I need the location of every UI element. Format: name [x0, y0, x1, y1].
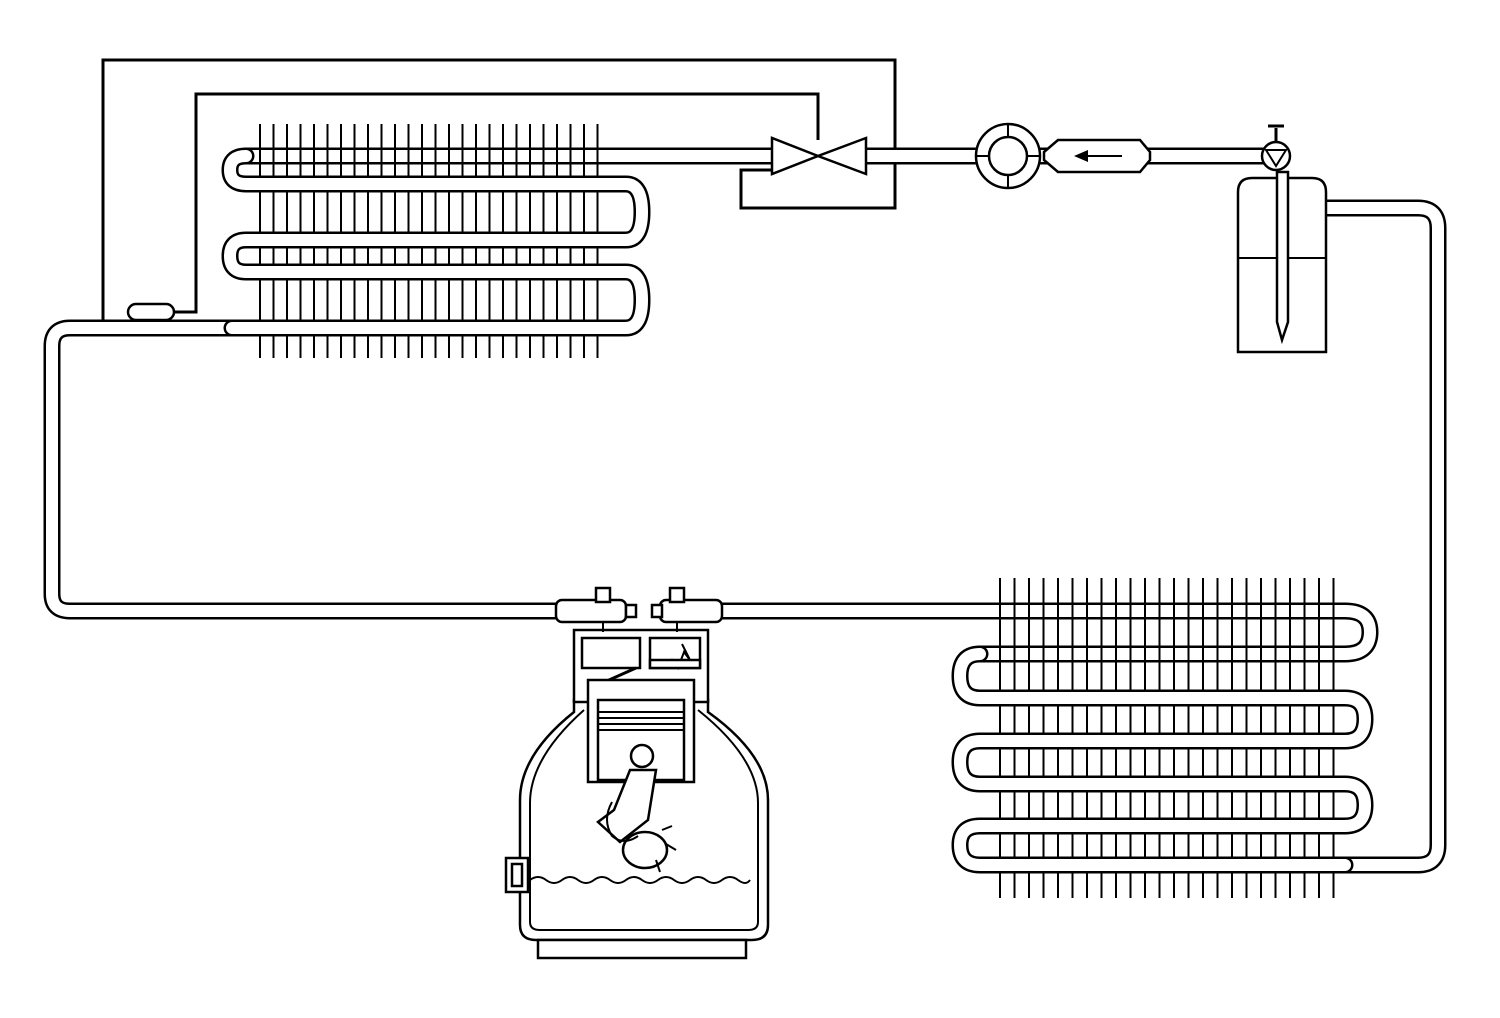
- oil-level: [529, 876, 751, 884]
- filter-drier: [1042, 138, 1152, 174]
- bulb-capillary-line: [172, 92, 820, 314]
- discharge-line: [713, 602, 1379, 663]
- crankshaft: [621, 830, 669, 870]
- expansion-valve: [770, 136, 868, 176]
- service-valve: [1260, 124, 1292, 172]
- suction-service-valve: [554, 586, 638, 632]
- condenser: [951, 578, 1374, 898]
- condenser-outlet-line: [1303, 199, 1447, 874]
- sensing-bulb: [126, 302, 176, 322]
- liquid-receiver: [1236, 124, 1328, 354]
- sight-glass: [974, 122, 1042, 190]
- discharge-service-valve: [650, 586, 724, 632]
- compressor: [504, 586, 770, 960]
- receiver-dip-tube: [1275, 170, 1290, 345]
- evaporator: [221, 124, 651, 358]
- flow-direction-arrow-icon: [1074, 150, 1122, 162]
- suction-line: [43, 319, 565, 620]
- wrist-pin: [629, 743, 655, 769]
- external-equalizer-line: [101, 58, 897, 322]
- capillary-tubes: [101, 58, 897, 322]
- connecting-rod: [596, 768, 658, 844]
- compressor-base: [536, 938, 748, 960]
